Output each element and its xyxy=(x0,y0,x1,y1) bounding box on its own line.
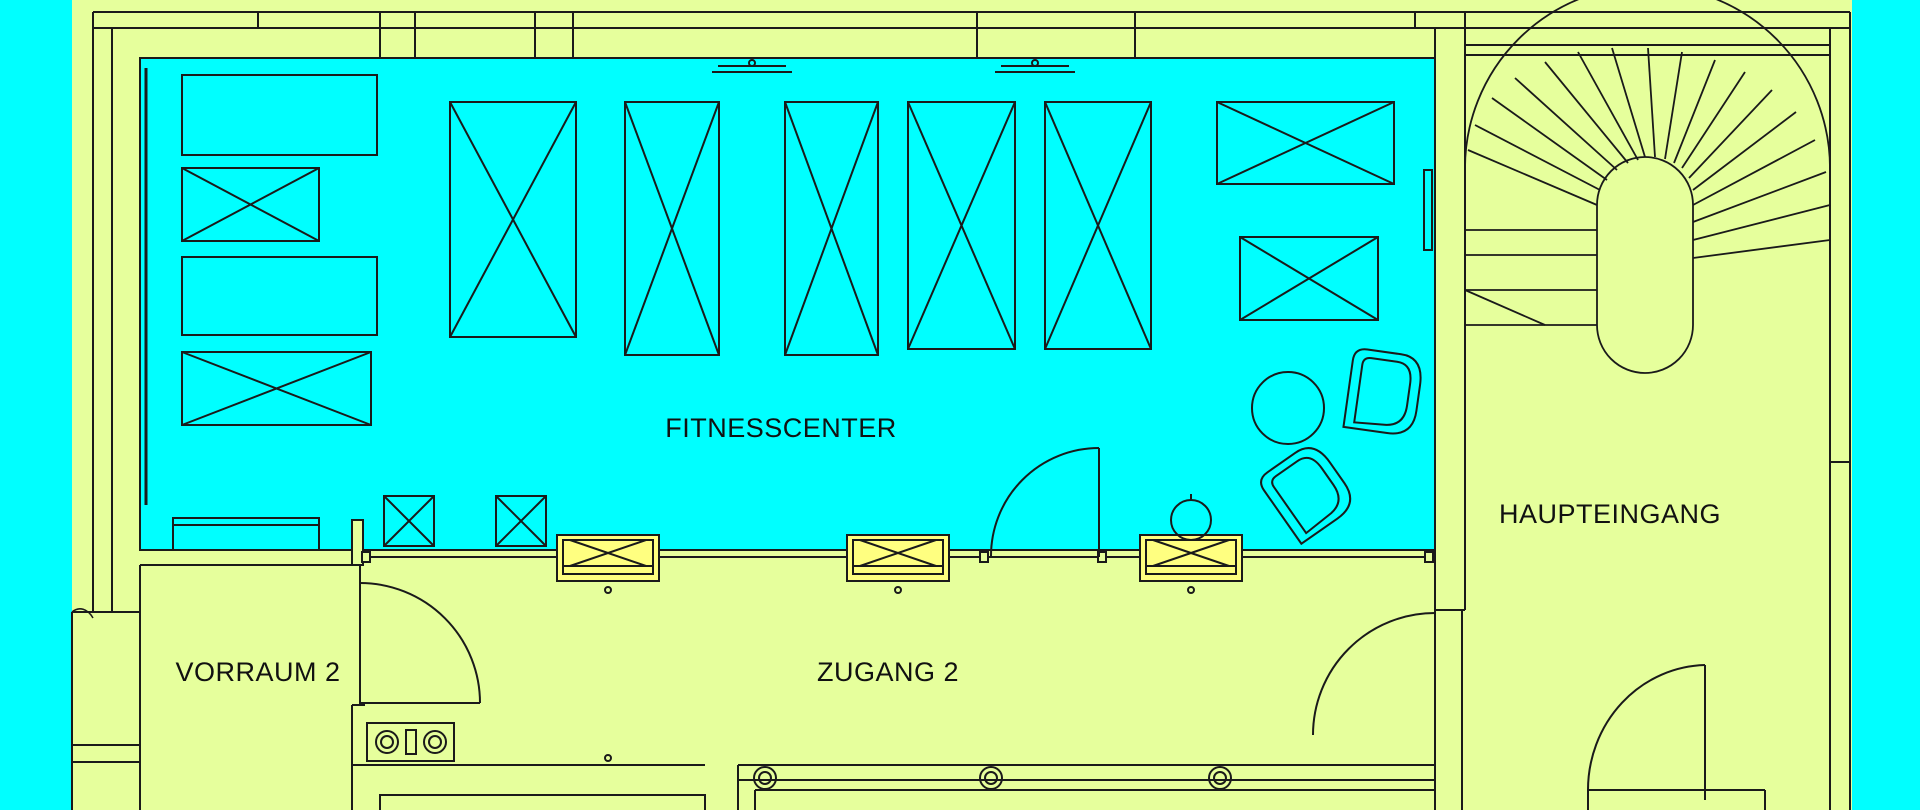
door-icon xyxy=(1312,610,1436,740)
door-icon xyxy=(1587,664,1766,810)
treadmill-icon xyxy=(784,101,879,356)
treadmill-icon xyxy=(624,101,720,356)
treadmill-icon xyxy=(907,101,1016,350)
small-box-icon xyxy=(383,495,435,547)
equipment-box-icon xyxy=(181,351,372,426)
door-icon xyxy=(359,582,481,705)
spiral-staircase-icon xyxy=(1464,0,1831,374)
equipment-box-icon xyxy=(1239,236,1379,321)
sink-icon xyxy=(556,534,660,594)
equipment-box-icon xyxy=(181,167,320,242)
fitness-room xyxy=(139,57,1436,551)
sink-icon xyxy=(846,534,950,594)
sink-icon xyxy=(1139,494,1243,594)
door-icon xyxy=(71,608,94,619)
bench-icon xyxy=(181,74,378,156)
round-table-icon xyxy=(1251,371,1325,445)
vorraum-walls xyxy=(139,564,365,810)
ceiling-lamp-icon xyxy=(712,59,792,73)
corridor-bottom-wall xyxy=(737,764,1435,810)
room-label-haupteingang: HAUPTEINGANG xyxy=(1499,499,1721,529)
room-label-fitnesscenter: FITNESSCENTER xyxy=(665,413,897,443)
door-icon xyxy=(989,447,1100,558)
entrance-walls xyxy=(1434,557,1465,810)
ceiling-lamp-icon xyxy=(995,59,1075,73)
wall-socket xyxy=(1423,169,1433,251)
armchair-icon xyxy=(1260,447,1352,546)
electric-outlet-icon xyxy=(366,722,455,762)
bench-icon xyxy=(181,256,378,336)
room-label-vorraum: VORRAUM 2 xyxy=(175,657,340,687)
room-label-zugang: ZUGANG 2 xyxy=(817,657,959,687)
radiator-bench-icon xyxy=(172,517,320,551)
armchair-icon xyxy=(1342,348,1422,435)
treadmill-icon xyxy=(1044,101,1152,350)
treadmill-icon xyxy=(449,101,577,338)
equipment-box-icon xyxy=(1216,101,1395,185)
outer-walls xyxy=(71,11,1851,810)
small-box-icon xyxy=(495,495,547,547)
